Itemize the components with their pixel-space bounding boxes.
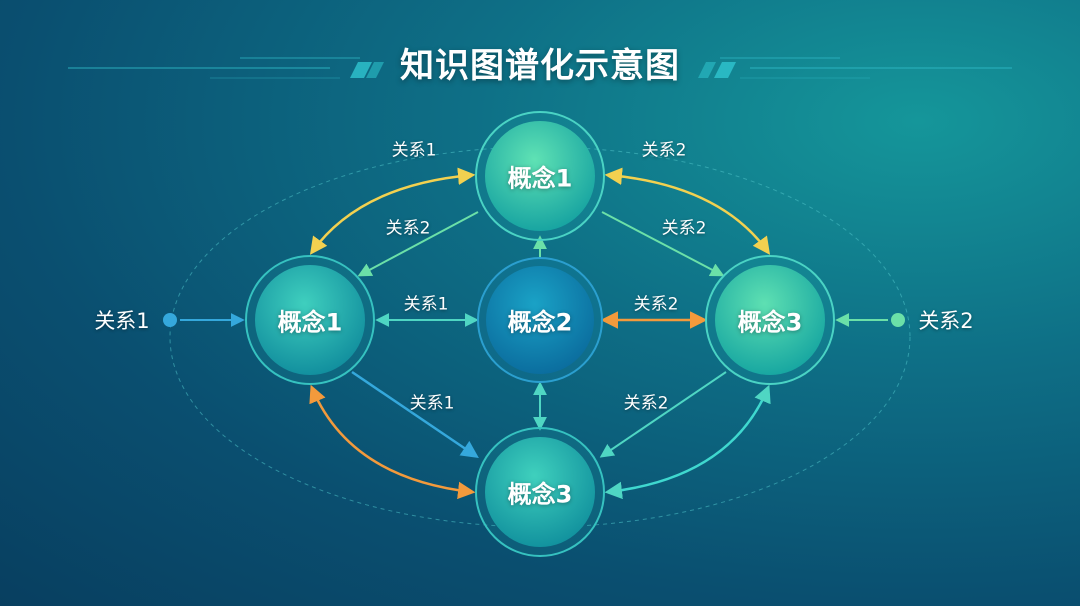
- title-decoration-left: [68, 57, 384, 79]
- node-right-label: 概念3: [737, 308, 803, 337]
- edge-label-center-right: 关系2: [633, 294, 679, 315]
- edge-label-top-to-left: 关系2: [385, 218, 431, 239]
- side-dot-left: [163, 313, 177, 327]
- page-title: 知识图谱化示意图: [400, 46, 680, 86]
- title-decoration-right: [698, 57, 1012, 79]
- side-dot-right: [891, 313, 905, 327]
- edge-top-right-outer: [604, 167, 771, 255]
- edge-label-top-left-outer: 关系1: [391, 140, 437, 161]
- edge-label-top-to-right: 关系2: [661, 218, 707, 239]
- node-center-label: 概念2: [507, 308, 573, 337]
- edge-top-to-left: [357, 211, 479, 277]
- edge-top-to-right: [601, 211, 725, 277]
- edge-label-top-right-outer: 关系2: [641, 140, 687, 161]
- edge-label-left-center: 关系1: [403, 294, 449, 315]
- edge-top-left-outer: [309, 167, 476, 255]
- node-top: [475, 111, 605, 241]
- node-center: [477, 257, 603, 383]
- edge-label-right-to-bottom: 关系2: [623, 393, 669, 414]
- edge-right-to-bottom: [599, 371, 727, 458]
- node-bottom-label: 概念3: [507, 480, 573, 509]
- edge-right-bottom-curve: [604, 384, 771, 500]
- edge-label-side-right: 关系2: [918, 309, 974, 333]
- node-right: [705, 255, 835, 385]
- edge-label-left-to-bottom: 关系1: [409, 393, 455, 414]
- node-bottom: [475, 427, 605, 557]
- edge-left-to-bottom: [351, 370, 479, 458]
- edge-label-side-left: 关系1: [94, 309, 150, 333]
- node-top-label: 概念1: [507, 164, 573, 193]
- node-left: [245, 255, 375, 385]
- edge-left-bottom-curve: [309, 384, 476, 500]
- node-left-label: 概念1: [277, 308, 343, 337]
